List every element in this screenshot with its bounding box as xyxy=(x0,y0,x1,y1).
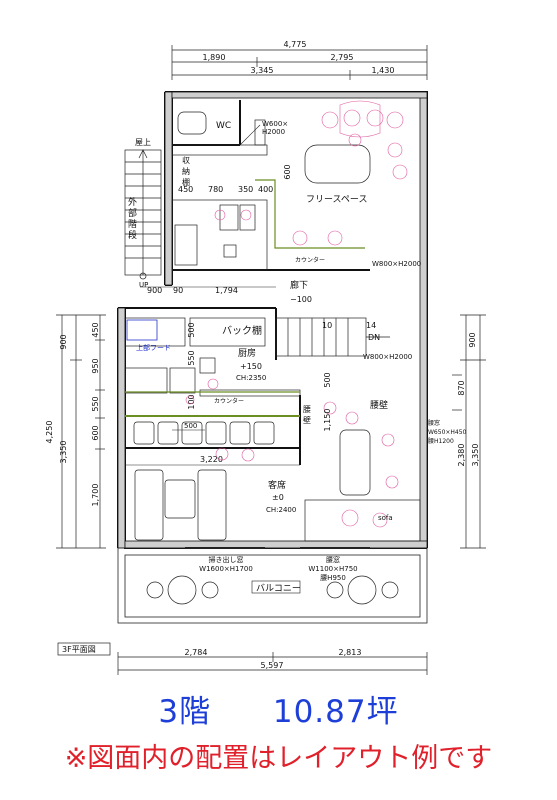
dim-left-4250: 4,250 xyxy=(45,421,54,444)
dim-right-3350: 3,350 xyxy=(471,444,480,467)
label-stair-dn: DN xyxy=(368,333,380,342)
dim-bottom-b: 2,813 xyxy=(339,648,362,657)
label-corridor-level: −100 xyxy=(290,295,312,304)
label-storage: 収納棚 xyxy=(182,155,190,187)
counter-upper-outline xyxy=(255,179,365,249)
dim-top-row2-b: 2,795 xyxy=(331,53,354,62)
layout-note: ※図面内の配置はレイアウト例です xyxy=(64,743,493,774)
label-up: UP xyxy=(139,281,148,289)
label-wc-door: W600×H2000 xyxy=(262,120,288,136)
dim-bottom-a: 2,784 xyxy=(185,648,208,657)
label-kitchen: 厨房 xyxy=(238,347,256,359)
label-stairs-window: W800×H2000 xyxy=(363,353,412,361)
dim-kitchen-550: 550 xyxy=(187,350,196,365)
dim-left-1700: 1,700 xyxy=(91,484,100,507)
dim-cab-400: 400 xyxy=(258,185,273,194)
label-back-shelf: バック棚 xyxy=(222,324,262,337)
dim-right-870: 870 xyxy=(457,380,466,395)
label-range-hood: 上部フード xyxy=(136,343,171,352)
balcony xyxy=(117,547,428,624)
dim-mid-90: 90 xyxy=(173,286,183,295)
dim-left-3350: 3,350 xyxy=(59,441,68,464)
plan-title-box xyxy=(57,642,111,656)
walls xyxy=(117,91,428,549)
dim-left-550: 550 xyxy=(91,396,100,411)
dim-stair-500: 500 xyxy=(323,372,332,387)
dim-cab-780: 780 xyxy=(208,185,223,194)
label-roof: 屋上 xyxy=(135,138,151,147)
balcony-tables xyxy=(146,575,399,605)
dim-600-upper: 600 xyxy=(283,164,292,179)
outer-stair xyxy=(124,149,162,280)
label-pillar: 腰壁 xyxy=(303,405,311,425)
furniture-pink-upper xyxy=(214,100,408,246)
seating-furniture xyxy=(134,429,421,542)
top-dimension-lines xyxy=(171,45,428,80)
label-stair-14: 14 xyxy=(366,321,376,330)
inner-stairs xyxy=(275,317,390,357)
label-window-upper: W800×H2000 xyxy=(372,260,421,268)
furniture-pink-lower xyxy=(185,378,399,528)
label-balcony: バルコニー xyxy=(256,583,301,594)
caption-floor: 3階 xyxy=(158,694,212,730)
dim-counter-len: 3,220 xyxy=(200,455,223,464)
dim-kitchen-100: 100 xyxy=(187,394,196,409)
label-counter-upper: カウンター xyxy=(295,256,325,264)
dim-right-2380: 2,380 xyxy=(457,444,466,467)
upper-rooms xyxy=(171,111,371,271)
label-outer-stair: 外部階段 xyxy=(128,196,137,241)
kitchen-area xyxy=(124,317,301,397)
label-kitchen-level: +150 xyxy=(240,362,262,371)
label-stair-10: 10 xyxy=(322,321,332,330)
label-kitchen-ch: CH:2350 xyxy=(236,374,266,382)
dim-mid-1794: 1,794 xyxy=(215,286,238,295)
label-corridor: 廊下 xyxy=(290,279,308,291)
dim-left-950: 950 xyxy=(91,358,100,373)
plan-title: 3F平面図 xyxy=(62,645,96,654)
dim-top-row3-a: 3,345 xyxy=(251,66,274,75)
dim-top-total: 4,775 xyxy=(284,40,307,49)
label-seating-level: ±0 xyxy=(272,493,284,502)
dim-kitchen-500: 500 xyxy=(187,322,196,337)
wc-door-swing xyxy=(239,124,261,146)
bar-stools xyxy=(133,421,275,445)
right-dimension-lines xyxy=(452,314,486,549)
dim-cab-450: 450 xyxy=(178,185,193,194)
label-free-space: フリースペース xyxy=(306,195,367,205)
dim-left-900: 900 xyxy=(59,334,68,349)
caption-area: 10.87坪 xyxy=(272,694,399,730)
dim-500-counter: 500 xyxy=(184,422,197,430)
label-wc: WC xyxy=(216,121,231,131)
label-counter-lower: カウンター xyxy=(214,397,244,405)
dim-cab-350: 350 xyxy=(238,185,253,194)
bottom-dimension-lines xyxy=(117,652,428,675)
dim-top-row2-a: 1,890 xyxy=(203,53,226,62)
label-seating-ch: CH:2400 xyxy=(266,506,296,514)
left-dimension-lines xyxy=(56,314,106,549)
floor-plan: 4,775 1,890 2,795 3,345 1,430 900 4,250 … xyxy=(45,40,486,675)
dim-left-600: 600 xyxy=(91,425,100,440)
dim-right-900: 900 xyxy=(468,332,477,347)
label-sofa: sofa xyxy=(378,514,393,522)
floor-area-caption: 3階 10.87坪 xyxy=(0,686,557,731)
wall-fill xyxy=(117,91,428,549)
dim-mid-900: 900 xyxy=(147,286,162,295)
dim-stair-1150: 1,150 xyxy=(323,409,332,432)
dim-bottom-total: 5,597 xyxy=(261,661,284,670)
dim-top-row3-b: 1,430 xyxy=(372,66,395,75)
dim-left-450: 450 xyxy=(91,322,100,337)
range-hood-box xyxy=(126,319,158,341)
label-wall: 腰壁 xyxy=(370,399,388,411)
label-seating: 客席 xyxy=(268,479,286,491)
